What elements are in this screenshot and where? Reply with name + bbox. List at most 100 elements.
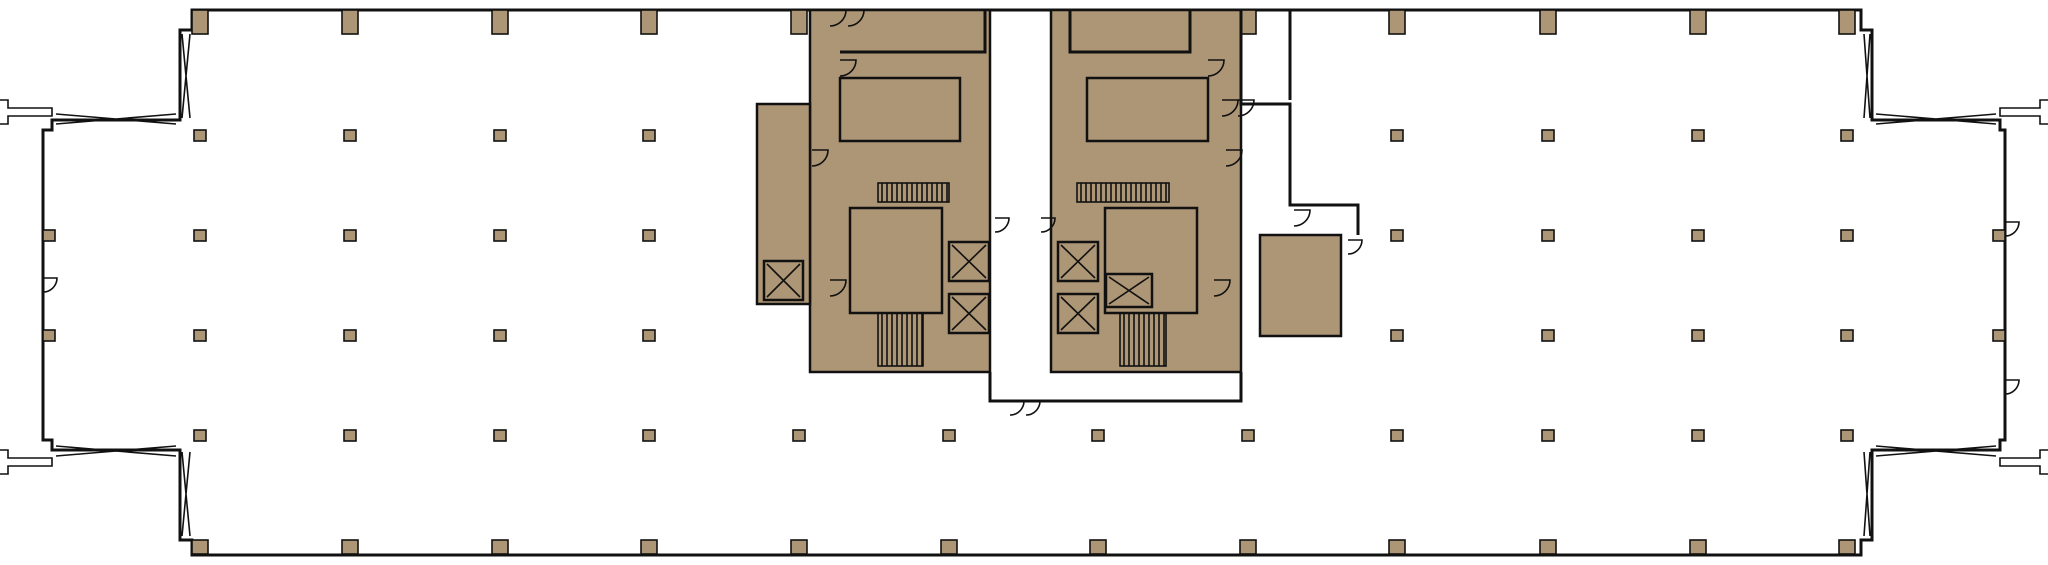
column-icon xyxy=(942,429,956,442)
door-swing-icon xyxy=(1293,209,1311,227)
window-bracing xyxy=(55,33,1997,537)
perimeter-column-icon xyxy=(191,539,209,555)
perimeter-column-icon xyxy=(1992,229,2006,242)
restroom-right xyxy=(1258,233,1343,338)
column-icon xyxy=(1241,429,1255,442)
column-icon xyxy=(1390,229,1404,242)
perimeter-column-icon xyxy=(1539,9,1557,35)
column-icon xyxy=(493,229,507,242)
door-swing-icon xyxy=(839,59,857,77)
column-icon xyxy=(642,129,656,142)
womens-restroom xyxy=(838,76,962,143)
column-icon xyxy=(1840,129,1854,142)
elevator-x-icon xyxy=(762,259,805,302)
right-lower-canopy xyxy=(1999,449,2048,475)
building-core xyxy=(42,8,2020,416)
perimeter-column-icon xyxy=(1388,9,1406,35)
perimeter-column-icon xyxy=(1838,9,1856,35)
door-swing-icon xyxy=(829,9,847,27)
column-icon xyxy=(642,329,656,342)
door-swing-icon xyxy=(829,279,847,297)
perimeter-column-icon xyxy=(191,9,209,35)
column-icon xyxy=(343,229,357,242)
core-right-annex xyxy=(1239,10,1360,235)
perimeter-column-icon xyxy=(640,9,658,35)
column-icon xyxy=(1840,229,1854,242)
column-icon xyxy=(792,429,806,442)
column-icon xyxy=(193,429,207,442)
door-swing-icon xyxy=(811,149,829,167)
door-swing-icon xyxy=(42,277,58,293)
perimeter-column-icon xyxy=(341,539,359,555)
column-icon xyxy=(193,129,207,142)
building-shell xyxy=(0,8,2048,557)
elevator-x-icon xyxy=(1056,292,1100,335)
perimeter-column-icon xyxy=(790,539,808,555)
perimeter-column-icon xyxy=(1689,539,1707,555)
column-icon xyxy=(193,229,207,242)
column-icon xyxy=(343,329,357,342)
upper-corridor xyxy=(840,10,1192,54)
column-icon xyxy=(1691,129,1705,142)
door-swing-icon xyxy=(994,217,1010,233)
column-icon xyxy=(493,329,507,342)
elevator-x-icon xyxy=(1056,240,1100,283)
perimeter-column-icon xyxy=(640,539,658,555)
column-icon xyxy=(1541,329,1555,342)
column-icon xyxy=(1691,329,1705,342)
perimeter-column-icon xyxy=(1239,539,1257,555)
floor-area xyxy=(41,8,2007,557)
door-swing-icon xyxy=(1009,400,1025,416)
perimeter-column-icon xyxy=(491,9,509,35)
elevators xyxy=(762,240,1154,335)
door-swing-icon xyxy=(847,9,865,27)
doors xyxy=(42,9,2020,416)
perimeter-column-icon xyxy=(1992,329,2006,342)
right-upper-canopy xyxy=(1999,99,2048,125)
stair-icon xyxy=(1119,312,1167,367)
column-icon xyxy=(493,129,507,142)
perimeter-column-icon xyxy=(1089,539,1107,555)
column-icon xyxy=(193,329,207,342)
perimeter-column-icon xyxy=(940,539,958,555)
door-swing-icon xyxy=(1225,149,1243,167)
stair-icon xyxy=(877,312,924,367)
door-swing-icon xyxy=(1237,99,1255,117)
door-swing-icon xyxy=(1213,279,1231,297)
column-icon xyxy=(1390,429,1404,442)
column-icon xyxy=(642,229,656,242)
left-upper-canopy xyxy=(0,99,53,125)
perimeter-column-icon xyxy=(1689,9,1707,35)
mens-restroom xyxy=(1085,76,1210,143)
column-icon xyxy=(343,129,357,142)
column-icon xyxy=(1541,229,1555,242)
elevator-x-icon xyxy=(947,240,991,283)
column-icon xyxy=(343,429,357,442)
door-swing-icon xyxy=(1040,217,1056,233)
elevator-x-icon xyxy=(1104,272,1154,309)
door-swing-icon xyxy=(2004,221,2020,237)
lobby-corridor xyxy=(988,372,1243,403)
column-icon xyxy=(1091,429,1105,442)
core-room-left xyxy=(848,206,944,315)
column-icon xyxy=(1840,329,1854,342)
perimeter-column-icon xyxy=(1539,539,1557,555)
door-swing-icon xyxy=(2004,379,2020,395)
perimeter-column-icon xyxy=(42,329,56,342)
column-icon xyxy=(1541,429,1555,442)
door-swing-icon xyxy=(1207,59,1225,77)
column-icon xyxy=(1840,429,1854,442)
perimeter-column-icon xyxy=(42,229,56,242)
column-grid xyxy=(42,9,2006,555)
stairs xyxy=(877,182,1170,367)
perimeter-column-icon xyxy=(1838,539,1856,555)
perimeter-column-icon xyxy=(341,9,359,35)
stair-icon xyxy=(877,182,950,203)
elevator-x-icon xyxy=(947,292,991,335)
column-icon xyxy=(1390,329,1404,342)
perimeter-column-icon xyxy=(491,539,509,555)
column-icon xyxy=(493,429,507,442)
perimeter-column-icon xyxy=(790,9,808,35)
perimeter-column-icon xyxy=(1388,539,1406,555)
